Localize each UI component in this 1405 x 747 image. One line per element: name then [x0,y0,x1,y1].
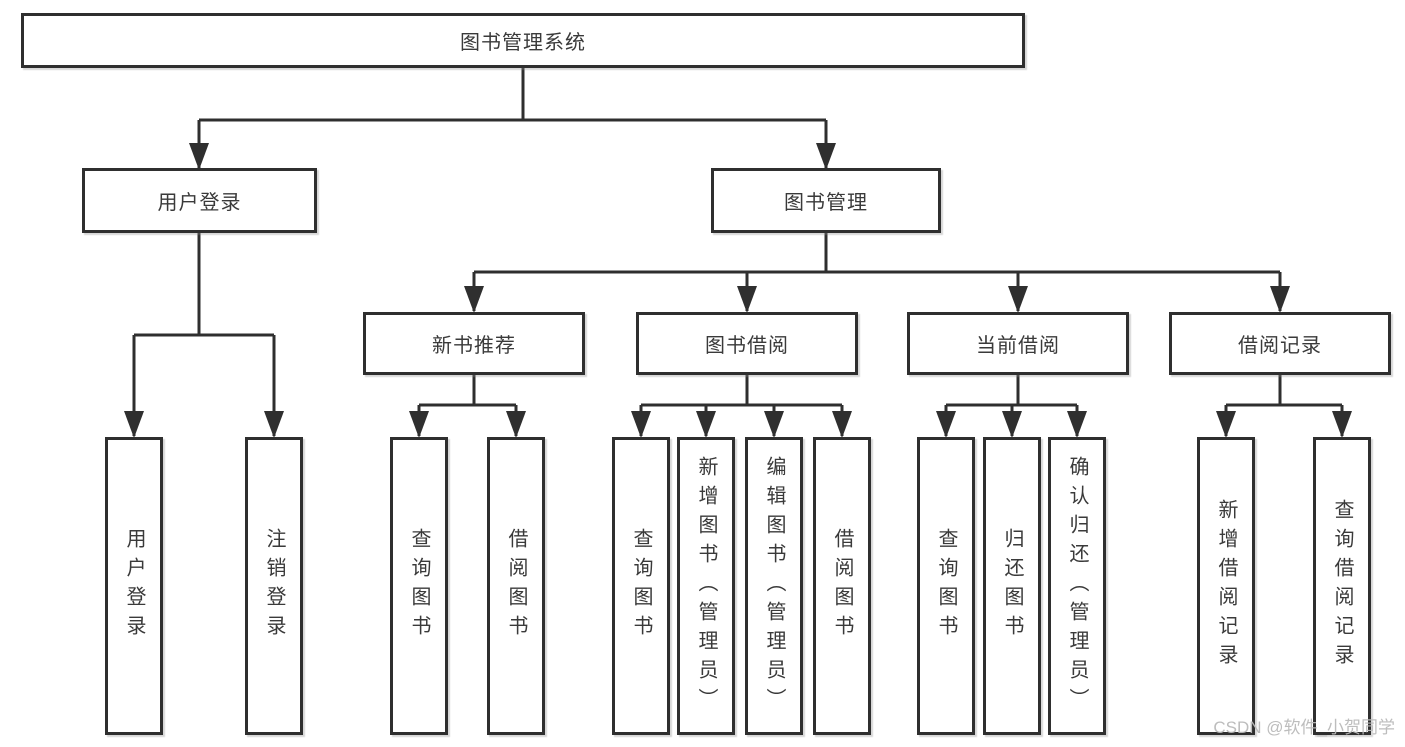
node-leaf-logout: 注销登录 [245,437,303,735]
node-leaf-br-query-record: 查询借阅记录 [1313,437,1371,735]
connector-borrow-records-to-leaves [1224,375,1344,436]
node-leaf-bb-query-book-label: 查询图书 [630,528,652,644]
arrow-down-icon [696,411,716,438]
arrow-down-icon [124,411,144,438]
node-leaf-nbr-query-book: 查询图书 [390,437,448,735]
node-leaf-cb-query-book-label: 查询图书 [935,528,957,644]
arrow-down-icon [936,411,956,438]
node-leaf-bb-add-book-admin: 新增图书（管理员） [677,437,735,735]
node-leaf-bb-query-book: 查询图书 [612,437,670,735]
arrow-down-icon [1332,411,1352,438]
arrow-down-icon [1270,286,1290,313]
arrow-down-icon [264,411,284,438]
node-leaf-nbr-query-book-label: 查询图书 [408,528,430,644]
node-leaf-cb-query-book: 查询图书 [917,437,975,735]
node-leaf-bb-borrow-book: 借阅图书 [813,437,871,735]
arrow-down-icon [832,411,852,438]
arrow-down-icon [1008,286,1028,313]
connector-book-mgmt-to-level3 [472,233,1282,311]
node-leaf-bb-edit-book-admin-label: 编辑图书（管理员） [763,455,785,717]
arrow-down-icon [737,286,757,313]
node-leaf-cb-confirm-return-admin: 确认归还（管理员） [1048,437,1106,735]
arrow-down-icon [764,411,784,438]
arrow-down-icon [631,411,651,438]
node-leaf-br-query-record-label: 查询借阅记录 [1331,499,1353,673]
node-root-label: 图书管理系统 [460,32,586,54]
node-root: 图书管理系统 [21,13,1025,68]
arrow-down-icon [506,411,526,438]
node-leaf-br-add-record: 新增借阅记录 [1197,437,1255,735]
arrowheads [124,143,1352,438]
node-leaf-br-add-record-label: 新增借阅记录 [1215,499,1237,673]
connector-new-book-to-leaves [417,375,518,436]
arrow-down-icon [816,143,836,170]
node-borrow-records: 借阅记录 [1169,312,1391,375]
connector-user-login-to-leaves [132,233,276,436]
node-book-borrow-label: 图书借阅 [705,335,789,357]
node-user-login-branch-label: 用户登录 [157,192,242,214]
node-leaf-bb-add-book-admin-label: 新增图书（管理员） [695,455,717,717]
node-leaf-user-login-label: 用户登录 [123,528,145,644]
node-leaf-cb-confirm-return-admin-label: 确认归还（管理员） [1066,455,1088,717]
arrow-down-icon [1002,411,1022,438]
arrow-down-icon [189,143,209,170]
node-leaf-nbr-borrow-book-label: 借阅图书 [505,528,527,644]
node-leaf-bb-edit-book-admin: 编辑图书（管理员） [745,437,803,735]
node-current-borrow: 当前借阅 [907,312,1129,375]
node-leaf-logout-label: 注销登录 [263,528,285,644]
node-book-management-branch: 图书管理 [711,168,941,233]
node-leaf-nbr-borrow-book: 借阅图书 [487,437,545,735]
arrow-down-icon [1067,411,1087,438]
arrow-down-icon [1216,411,1236,438]
arrow-down-icon [409,411,429,438]
node-user-login-branch: 用户登录 [82,168,317,233]
node-leaf-user-login: 用户登录 [105,437,163,735]
connector-root-to-level2 [197,68,828,168]
node-leaf-cb-return-book-label: 归还图书 [1001,528,1023,644]
node-new-book-recommend-label: 新书推荐 [432,335,516,357]
node-leaf-cb-return-book: 归还图书 [983,437,1041,735]
arrow-down-icon [464,286,484,313]
node-leaf-bb-borrow-book-label: 借阅图书 [831,528,853,644]
connector-book-borrow-to-leaves [639,375,844,436]
watermark: CSDN @软件_小贺同学 [1213,718,1395,737]
node-current-borrow-label: 当前借阅 [976,335,1060,357]
node-book-borrow: 图书借阅 [636,312,858,375]
node-new-book-recommend: 新书推荐 [363,312,585,375]
node-borrow-records-label: 借阅记录 [1238,335,1322,357]
node-book-management-branch-label: 图书管理 [784,192,868,214]
